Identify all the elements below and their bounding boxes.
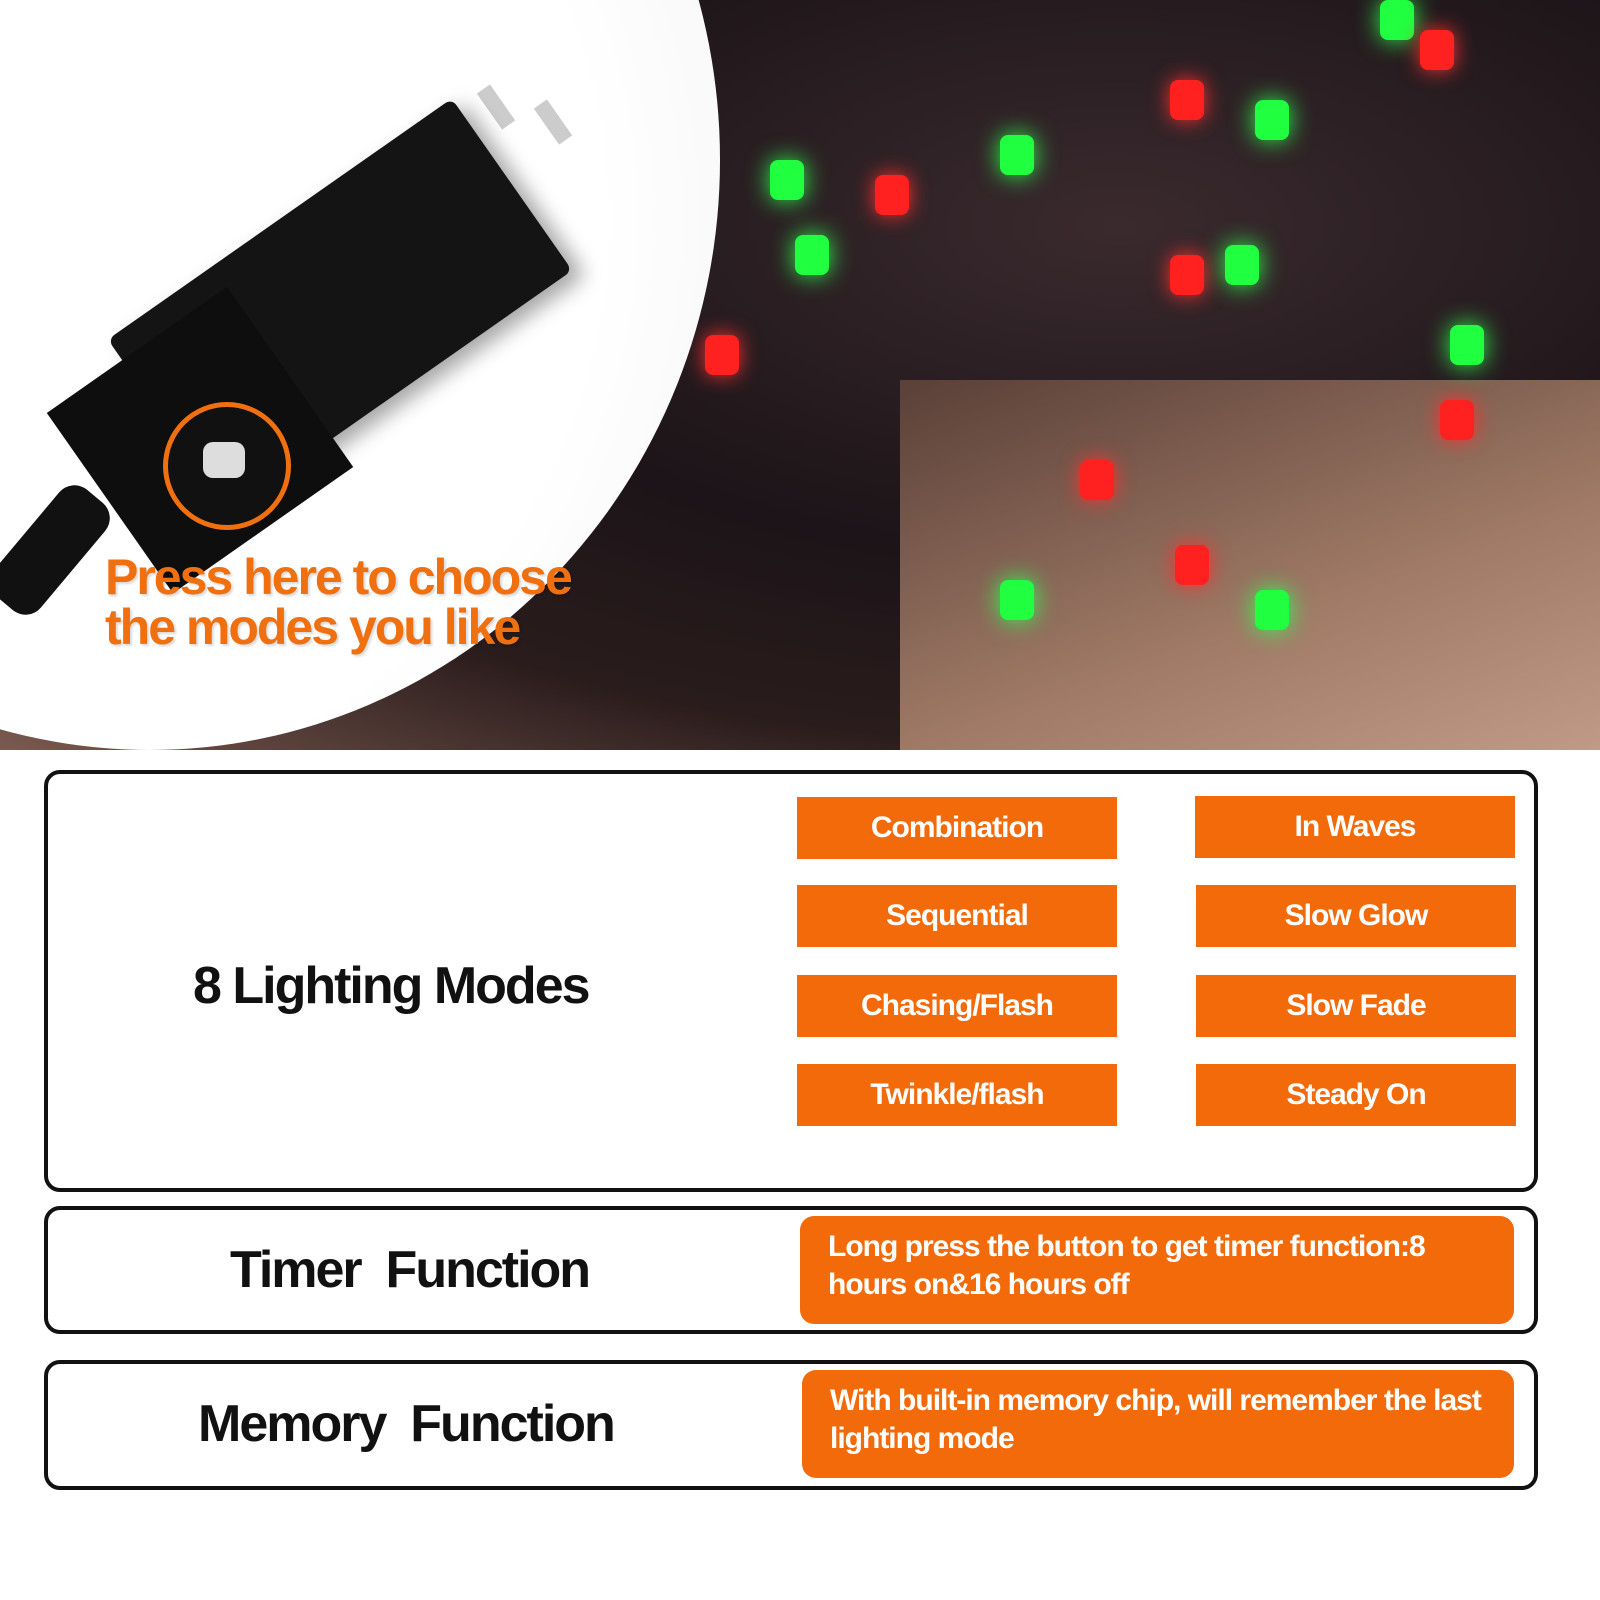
green-led — [1450, 325, 1484, 365]
wooden-floor — [900, 380, 1600, 750]
mode-slow-glow: Slow Glow — [1196, 885, 1516, 947]
green-led — [1255, 590, 1289, 630]
mode-button — [203, 442, 245, 478]
callout-line-2: the modes you like — [105, 599, 521, 655]
green-led — [1225, 245, 1259, 285]
mode-twinkle-flash: Twinkle/flash — [797, 1064, 1117, 1126]
green-led — [1255, 100, 1289, 140]
memory-function-description: With built-in memory chip, will remember… — [802, 1370, 1514, 1478]
press-callout: Press here to choose the modes you like — [105, 549, 573, 655]
red-led — [1175, 545, 1209, 585]
timer-function-description: Long press the button to get timer funct… — [800, 1216, 1514, 1324]
red-led — [1440, 400, 1474, 440]
red-led — [875, 175, 909, 215]
mode-steady-on: Steady On — [1196, 1064, 1516, 1126]
red-led — [1080, 460, 1114, 500]
mode-in-waves: In Waves — [1195, 796, 1515, 858]
mode-sequential: Sequential — [797, 885, 1117, 947]
green-led — [770, 160, 804, 200]
red-led — [1420, 30, 1454, 70]
green-led — [795, 235, 829, 275]
red-led — [705, 335, 739, 375]
timer-function-title: Timer Function — [230, 1241, 591, 1299]
green-led — [1380, 0, 1414, 40]
mode-chasing-flash: Chasing/Flash — [797, 975, 1117, 1037]
mode-combination: Combination — [797, 797, 1117, 859]
green-led — [1000, 580, 1034, 620]
green-led — [1000, 135, 1034, 175]
product-photo: Press here to choose the modes you like — [0, 0, 1600, 750]
red-led — [1170, 255, 1204, 295]
red-led — [1170, 80, 1204, 120]
lighting-modes-title: 8 Lighting Modes — [193, 957, 591, 1015]
mode-slow-fade: Slow Fade — [1196, 975, 1516, 1037]
memory-function-title: Memory Function — [198, 1395, 616, 1453]
callout-line-1: Press here to choose — [105, 549, 573, 605]
